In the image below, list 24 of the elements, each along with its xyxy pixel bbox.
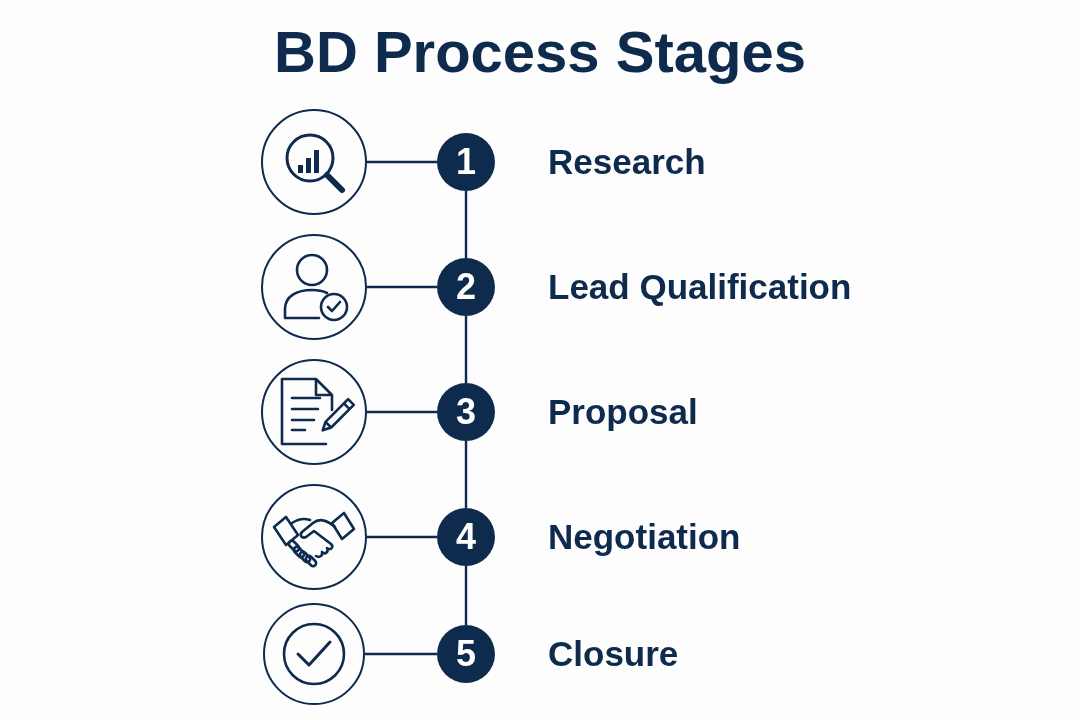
connector-line (464, 316, 468, 383)
stage-label: Research (548, 141, 706, 183)
stage-label: Proposal (548, 391, 698, 433)
stage-label: Negotiation (548, 516, 741, 558)
connector-line (365, 652, 437, 656)
step-number-badge: 4 (437, 508, 495, 566)
connector-line (464, 191, 468, 258)
stage-label: Lead Qualification (548, 266, 852, 308)
icon-circle (261, 234, 367, 340)
connector-line (367, 285, 437, 289)
step-number-badge: 2 (437, 258, 495, 316)
connector-line (464, 441, 468, 508)
step-number-badge: 3 (437, 383, 495, 441)
connector-line (367, 410, 437, 414)
icon-circle (261, 359, 367, 465)
icon-circle (261, 484, 367, 590)
step-number-badge: 5 (437, 625, 495, 683)
icon-circle (261, 109, 367, 215)
connector-line (464, 566, 468, 625)
step-number-badge: 1 (437, 133, 495, 191)
icon-circle (263, 603, 365, 705)
connector-line (367, 160, 437, 164)
connector-line (367, 535, 437, 539)
stage-label: Closure (548, 633, 679, 675)
